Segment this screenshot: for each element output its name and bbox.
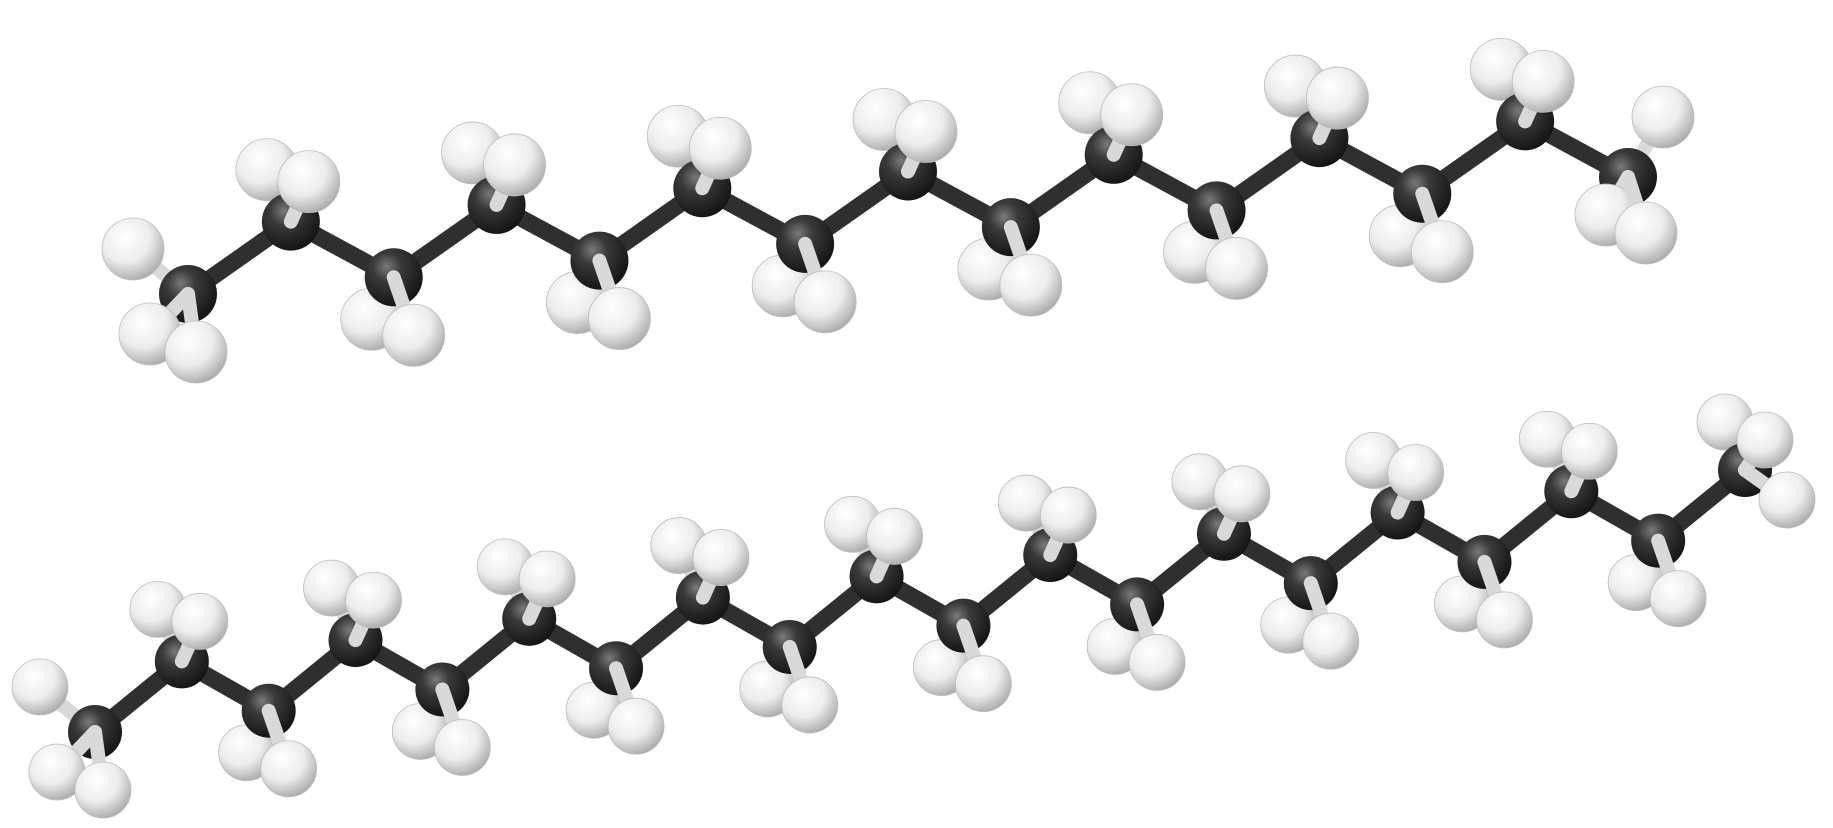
- molecule-icosane: [11, 393, 1816, 819]
- hydrogen-atom: [1100, 83, 1164, 147]
- hydrogen-atom: [101, 217, 165, 281]
- hydrogen-atom: [11, 658, 69, 716]
- molecule-pentadecane: [101, 37, 1695, 384]
- hydrogen-atom: [1614, 201, 1678, 265]
- hydrogen-atom: [688, 116, 752, 180]
- hydrogen-atom: [74, 761, 132, 819]
- hydrogen-atom: [1631, 85, 1695, 149]
- hydrogen-atom: [277, 150, 341, 214]
- hydrogen-atom: [260, 740, 318, 798]
- hydrogen-atom: [1205, 237, 1268, 300]
- hydrogen-atom: [1039, 486, 1097, 544]
- front-hydrogen-layer: [118, 49, 1678, 384]
- hydrogen-atom: [866, 507, 923, 565]
- hydrogen-atom: [382, 303, 446, 367]
- hydrogen-atom: [1736, 411, 1794, 469]
- hydrogen-atom: [894, 100, 958, 163]
- hydrogen-atom: [999, 253, 1063, 317]
- hydrogen-atom: [1128, 634, 1186, 691]
- hydrogen-atom: [692, 529, 750, 586]
- hydrogen-atom: [1476, 591, 1533, 649]
- hydrogen-atom: [345, 571, 402, 629]
- hydrogen-atom: [1511, 49, 1575, 113]
- hydrogen-atom: [781, 676, 839, 734]
- hydrogen-atom: [164, 320, 228, 384]
- hydrogen-atom: [1649, 570, 1707, 628]
- hydrogen-atom: [1560, 422, 1618, 480]
- hydrogen-atom: [433, 719, 491, 776]
- front-hydrogen-layer: [28, 411, 1816, 819]
- hydrogen-atom: [1387, 444, 1445, 501]
- hydrogen-atom: [483, 133, 546, 197]
- hydrogen-atom: [518, 550, 576, 608]
- hydrogen-atom: [588, 287, 651, 350]
- hydrogen-atom: [1758, 471, 1816, 529]
- hydrogen-atom: [171, 592, 229, 650]
- hydrogen-atom: [793, 270, 857, 334]
- hydrogen-atom: [607, 697, 665, 755]
- hydrogen-atom: [1302, 612, 1360, 670]
- hydrogen-atom: [1410, 220, 1474, 284]
- hydrogen-atom: [1213, 465, 1271, 523]
- hydrogen-atom: [955, 655, 1012, 713]
- hydrogen-atom: [1306, 66, 1369, 130]
